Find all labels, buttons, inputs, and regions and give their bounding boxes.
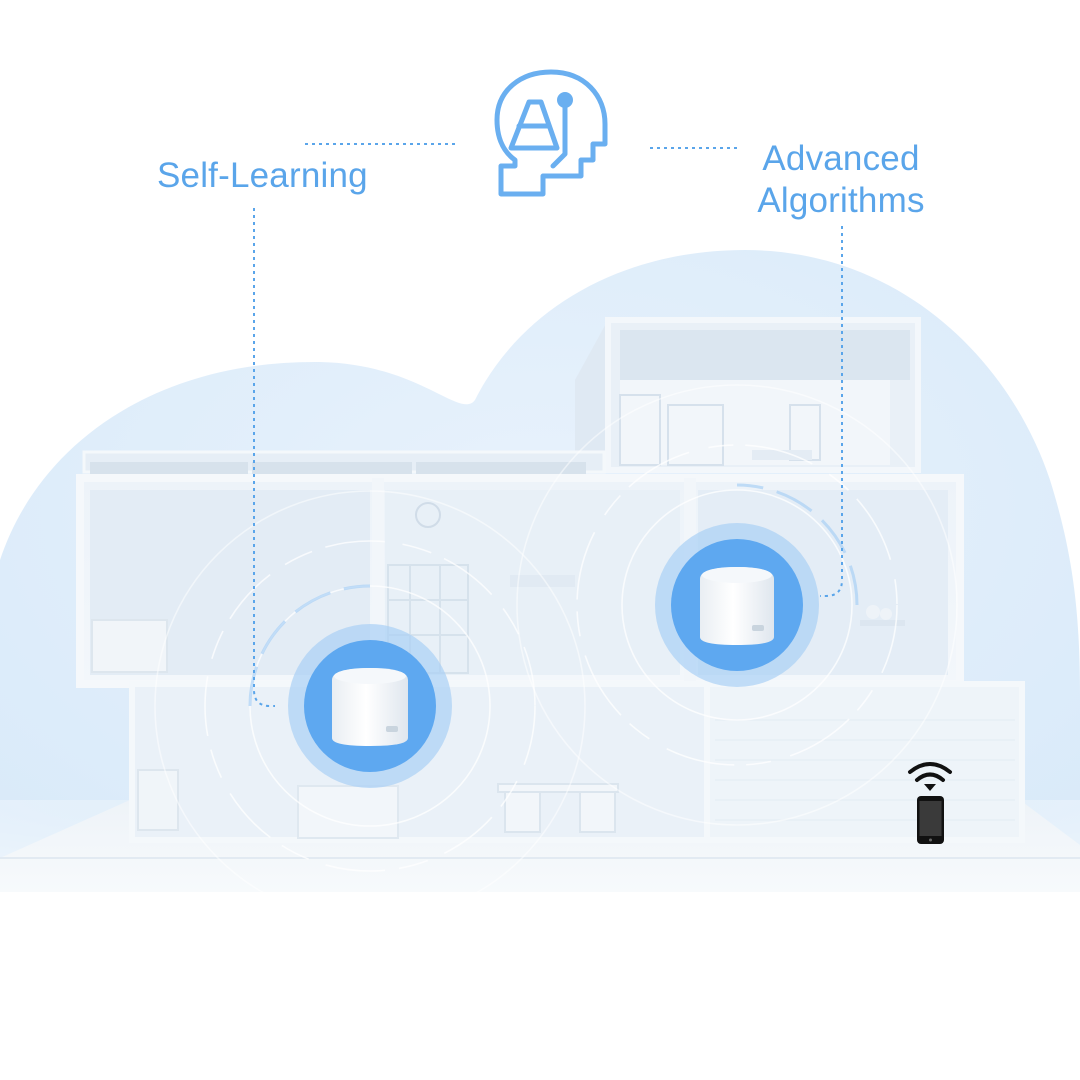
house-middle-floor	[76, 474, 964, 688]
signal-arcs	[154, 384, 958, 922]
signal-arcs-blue	[248, 483, 859, 707]
wifi-icon	[908, 762, 952, 782]
feature-label-line-1: Advanced	[762, 139, 920, 178]
wifi-dot-icon	[924, 784, 936, 791]
smartphone-icon	[917, 796, 944, 844]
feature-label-self-learning: Self-Learning	[157, 156, 368, 195]
ai-head-icon	[494, 69, 608, 197]
mesh-node-lower	[288, 624, 452, 788]
feature-label-advanced-algorithms: Advanced Algorithms	[756, 138, 926, 222]
mesh-node-upper	[655, 523, 819, 687]
smartphone-wifi-group	[908, 762, 952, 844]
feature-label-line-2: Algorithms	[757, 181, 925, 220]
house-top-floor	[575, 317, 921, 473]
leader-lines	[253, 143, 843, 707]
house-roof	[82, 450, 606, 474]
